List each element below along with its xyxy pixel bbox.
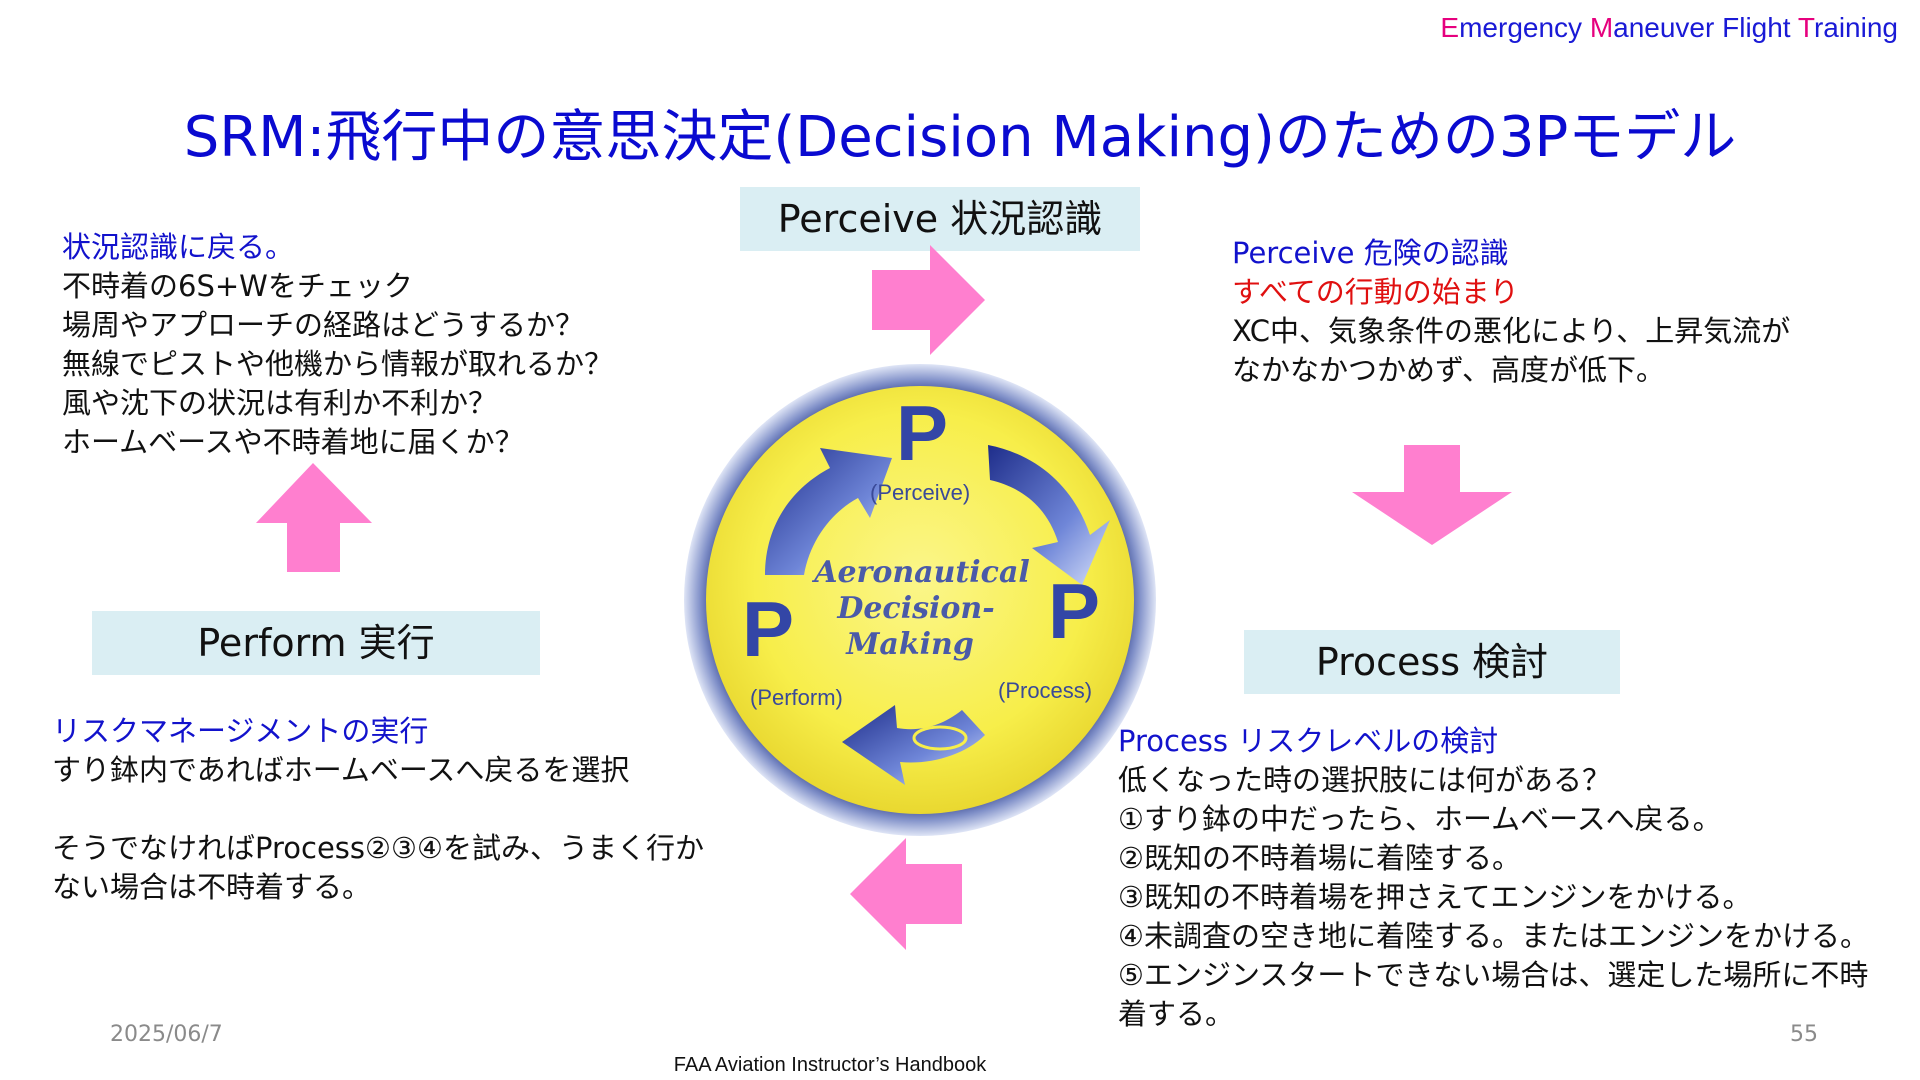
source-credit: FAA Aviation Instructor’s Handbook — [673, 1054, 987, 1076]
center-line-2: Decision- — [836, 591, 994, 626]
slide-date: 2025/06/7 — [110, 1022, 223, 1047]
p-perceive-icon: P — [896, 389, 948, 477]
perceive-stage-box: Perceive 状況認識 — [740, 187, 1140, 251]
right-top-block: Perceive 危険の認識 すべての行動の始まり XC中、気象条件の悪化により… — [1232, 234, 1790, 390]
right-top-line-2: なかなかつかめず、高度が低下。 — [1232, 353, 1665, 387]
brand-cap-e: E — [1440, 12, 1460, 43]
right-bottom-line-6: ⑤エンジンスタートできない場合は、選定した場所に不時 — [1118, 958, 1869, 992]
cycle-arrow-3-icon — [765, 448, 892, 575]
left-top-line-5: ホームベースや不時着地に届くか？ — [62, 425, 524, 459]
left-bottom-line-3: そうでなければProcess②③④を試み、うまく行か — [52, 831, 705, 865]
arrow-up-icon — [256, 463, 372, 572]
arrow-right-top-icon — [872, 245, 985, 355]
right-bottom-line-3: ②既知の不時着場に着陸する。 — [1118, 841, 1521, 875]
adm-cycle-diagram: P P P (Perceive) (Process) (Perform) Aer… — [684, 364, 1156, 836]
p-perform-icon: P — [742, 585, 794, 673]
right-bottom-line-1: 低くなった時の選択肢には何がある？ — [1118, 763, 1612, 797]
right-bottom-block: Process リスクレベルの検討 低くなった時の選択肢には何がある？ ①すり鉢… — [1118, 722, 1869, 1034]
page-number: 55 — [1790, 1022, 1818, 1047]
right-bottom-line-2: ①すり鉢の中だったら、ホームベースへ戻る。 — [1118, 802, 1722, 836]
left-top-heading: 状況認識に戻る。 — [62, 230, 295, 264]
brand-title: Emergency Maneuver Flight Training — [1440, 12, 1898, 44]
arrow-left-bottom-icon — [850, 838, 962, 950]
label-process: (Process) — [998, 678, 1092, 703]
brand-cap-f: F — [1722, 12, 1740, 43]
left-bottom-line-1: すり鉢内であればホームベースへ戻るを選択 — [52, 753, 630, 787]
label-perform: (Perform) — [750, 685, 843, 710]
left-bottom-line-4: ない場合は不時着する。 — [52, 870, 372, 904]
right-bottom-line-7: 着する。 — [1118, 997, 1235, 1031]
left-top-line-2: 場周やアプローチの経路はどうするか？ — [62, 308, 585, 342]
perform-stage-box: Perform 実行 — [92, 611, 540, 675]
slide-title: SRM:飛行中の意思決定(Decision Making)のための3Pモデル — [183, 105, 1737, 170]
cycle-rotate-icon — [912, 725, 968, 751]
brand-word-4: raining — [1813, 12, 1898, 43]
right-top-line-1: XC中、気象条件の悪化により、上昇気流が — [1232, 314, 1791, 348]
cycle-arrow-2-icon — [842, 705, 985, 785]
left-bottom-heading: リスクマネージメントの実行 — [52, 714, 429, 748]
right-top-subheading: すべての行動の始まり — [1232, 275, 1519, 309]
p-process-icon: P — [1048, 567, 1100, 655]
arrow-down-icon — [1352, 445, 1512, 545]
right-bottom-heading: Process リスクレベルの検討 — [1118, 724, 1499, 758]
center-line-3: Making — [845, 627, 974, 662]
right-bottom-line-5: ④未調査の空き地に着陸する。またはエンジンをかける。 — [1118, 919, 1869, 953]
left-top-line-4: 風や沈下の状況は有利か不利か？ — [62, 386, 498, 420]
right-top-heading: Perceive 危険の認識 — [1232, 236, 1509, 270]
left-top-line-3: 無線でピストや他機から情報が取れるか？ — [62, 347, 614, 381]
brand-cap-m: M — [1589, 12, 1614, 43]
label-perceive: (Perceive) — [870, 480, 970, 505]
brand-cap-t: T — [1797, 12, 1814, 43]
cycle-arrow-1-icon — [988, 445, 1110, 585]
center-line-1: Aeronautical — [811, 555, 1030, 590]
brand-word-2: aneuver — [1613, 12, 1723, 43]
brand-word-3: light — [1739, 12, 1798, 43]
process-stage-box: Process 検討 — [1244, 630, 1620, 694]
left-top-line-1: 不時着の6S+Wをチェック — [62, 269, 413, 303]
right-bottom-line-4: ③既知の不時着場を押さえてエンジンをかける。 — [1118, 880, 1752, 914]
brand-word-1: mergency — [1459, 12, 1590, 43]
left-top-block: 状況認識に戻る。 不時着の6S+Wをチェック 場周やアプローチの経路はどうするか… — [62, 228, 613, 462]
left-bottom-block: リスクマネージメントの実行 すり鉢内であればホームベースへ戻るを選択 そうでなけ… — [52, 712, 704, 907]
